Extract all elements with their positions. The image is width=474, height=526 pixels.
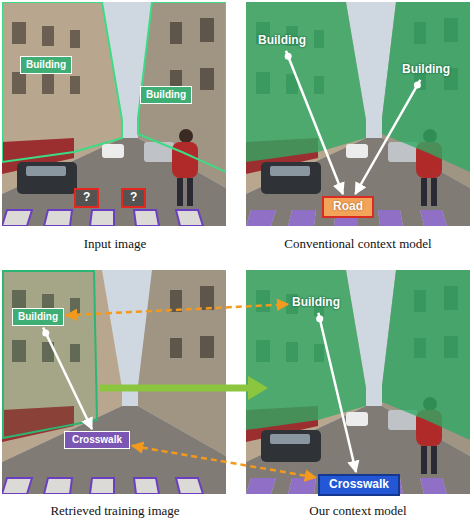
node-text: Building [18,311,58,323]
node-text: Building [26,59,66,71]
illustration-part [246,270,470,440]
illustration-part [246,2,470,172]
node-text: Crosswalk [329,478,389,492]
transfer-arrow [100,376,268,400]
node-text: Crosswalk [72,434,122,446]
query-box: ? [74,188,99,208]
illustration-part [2,2,226,226]
node-text: Building [146,89,186,101]
label-box: Building [140,86,192,104]
query-box: ? [121,188,146,208]
anchor-dot [285,53,292,60]
illustration-part [246,270,470,494]
input-image [2,2,226,226]
label-box: Crosswalk [64,431,130,449]
label-box: Building [20,56,72,74]
node-text: ? [83,191,90,205]
connector-arrow [355,80,420,194]
illustration-part [248,376,268,400]
illustration-part [2,270,226,494]
illustration-part [100,385,250,392]
prediction-box: Road [322,196,374,218]
panel-caption: Retrieved training image [50,503,179,519]
panel-caption: Input image [84,236,146,252]
panel-caption: Conventional context model [284,236,431,252]
panel-caption: Our context model [309,503,406,519]
illustration-part [17,129,198,206]
conventional-result [246,2,470,226]
illustration-part [3,271,97,438]
connector-arrow [132,446,316,478]
connector-arrow [286,51,343,194]
node-text: Road [333,200,363,214]
connector-arrow [66,304,288,315]
illustration-part [2,2,226,172]
illustration-part [2,478,203,494]
illustration-part [246,2,470,226]
illustration-part [2,210,203,226]
node-text: Building [258,34,306,48]
anchor-dot [316,315,323,322]
label-box: Building [12,308,64,326]
class-label: Building [256,33,308,49]
node-text: Building [402,63,450,77]
connector-arrow [43,328,92,430]
node-text: ? [130,191,137,205]
class-label: Building [290,295,342,311]
retrieved-image [2,270,226,494]
anchor-dot [414,82,421,89]
prediction-box: Crosswalk [318,474,400,496]
node-text: Building [292,296,340,310]
anchor-dot [42,329,49,336]
our-result [246,270,470,494]
class-label: Building [400,62,452,78]
connector-arrow [318,313,356,472]
